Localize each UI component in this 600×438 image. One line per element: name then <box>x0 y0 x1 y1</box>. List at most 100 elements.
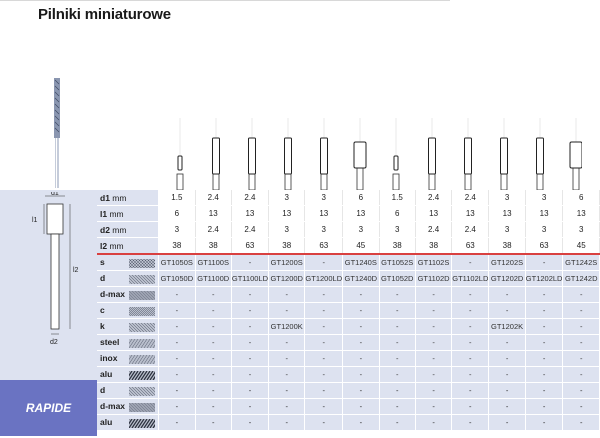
table-row: d------------ <box>97 382 600 399</box>
table-cell: 38 <box>195 237 232 255</box>
tool-profile-icon <box>176 118 184 190</box>
table-cell: - <box>488 382 526 399</box>
table-cell: GT1052D <box>379 270 416 287</box>
table-row: inox------------ <box>97 350 600 367</box>
table-cell: - <box>525 302 564 319</box>
table-cell: 13 <box>342 205 380 222</box>
table-cell: 3 <box>488 221 526 238</box>
table-cell: - <box>195 334 232 351</box>
table-cell: 45 <box>562 237 600 255</box>
table-cell: - <box>415 366 453 383</box>
table-cell: - <box>158 286 196 303</box>
cut-pattern-icon <box>129 307 156 316</box>
row-symbol: alu <box>100 417 113 427</box>
table-cell: 6 <box>158 205 196 222</box>
table-row: d-max------------ <box>97 398 600 415</box>
table-cell: 13 <box>488 205 526 222</box>
table-cell: 63 <box>525 237 564 255</box>
table-row: alu------------ <box>97 414 600 431</box>
table-cell: 38 <box>158 237 196 255</box>
table-cell: 2.4 <box>231 221 270 238</box>
table-cell: GT1050S <box>158 253 196 271</box>
row-symbol: d-max <box>100 289 126 299</box>
table-cell: - <box>231 382 270 399</box>
table-cell: - <box>415 382 453 399</box>
table-row: c------------ <box>97 302 600 319</box>
table-cell: - <box>379 382 416 399</box>
row-label: l1 mm <box>97 205 160 222</box>
row-symbol: d1 <box>100 192 110 203</box>
table-cell: - <box>195 398 232 415</box>
table-cell: - <box>525 398 564 415</box>
table-cell: GT1102LD <box>451 270 490 287</box>
table-cell: - <box>379 286 416 303</box>
d2-label: d2 <box>50 339 58 346</box>
table-cell: - <box>268 382 306 399</box>
table-cell: - <box>231 334 270 351</box>
table-cell: 3 <box>562 221 600 238</box>
tool-profile-icon <box>320 118 328 190</box>
table-cell: GT1202K <box>488 318 526 335</box>
tool-profile-row <box>176 118 582 190</box>
table-cell: - <box>304 366 344 383</box>
table-cell: - <box>342 382 380 399</box>
cut-pattern-icon <box>129 259 156 268</box>
table-cell: - <box>451 366 490 383</box>
table-cell: - <box>231 318 270 335</box>
table-cell: - <box>415 334 453 351</box>
cut-pattern-icon <box>129 403 156 412</box>
table-cell: GT1200D <box>268 270 306 287</box>
table-cell: - <box>525 382 564 399</box>
row-label: d-max <box>97 398 160 415</box>
table-cell: - <box>304 302 344 319</box>
table-cell: - <box>158 398 196 415</box>
tool-profile-icon <box>464 118 472 190</box>
table-cell: GT1100LD <box>231 270 270 287</box>
table-cell: - <box>231 350 270 367</box>
table-cell: GT1202S <box>488 253 526 271</box>
tool-profile-icon <box>284 118 292 190</box>
table-cell: 13 <box>415 205 453 222</box>
table-cell: 3 <box>268 190 306 206</box>
row-label: l2 mm <box>97 237 160 255</box>
table-cell: - <box>525 334 564 351</box>
cut-pattern-icon <box>129 275 156 284</box>
table-cell: 3 <box>304 221 344 238</box>
table-cell: - <box>268 366 306 383</box>
table-cell: - <box>379 350 416 367</box>
table-cell: 2.4 <box>415 190 453 206</box>
row-symbol: d <box>100 273 106 283</box>
table-cell: GT1242S <box>562 253 600 271</box>
table-cell: - <box>195 382 232 399</box>
table-cell: - <box>195 318 232 335</box>
table-cell: - <box>231 414 270 431</box>
table-cell: - <box>304 414 344 431</box>
row-symbol: d2 <box>100 224 110 235</box>
table-cell: - <box>342 302 380 319</box>
row-symbol: k <box>100 321 105 331</box>
table-cell: - <box>195 302 232 319</box>
table-cell: 13 <box>231 205 270 222</box>
table-cell: - <box>451 318 490 335</box>
table-cell: - <box>268 286 306 303</box>
table-cell: 63 <box>231 237 270 255</box>
table-cell: 6 <box>379 205 416 222</box>
table-cell: - <box>379 414 416 431</box>
table-cell: - <box>231 302 270 319</box>
table-cell: - <box>268 350 306 367</box>
table-cell: 3 <box>525 190 564 206</box>
table-cell: 63 <box>451 237 490 255</box>
table-cell: 6 <box>562 190 600 206</box>
table-cell: 38 <box>415 237 453 255</box>
table-cell: - <box>562 350 600 367</box>
table-cell: GT1200LD <box>304 270 344 287</box>
table-cell: - <box>158 382 196 399</box>
table-cell: - <box>562 382 600 399</box>
table-cell: - <box>268 414 306 431</box>
table-cell: - <box>451 334 490 351</box>
table-cell: - <box>231 398 270 415</box>
table-cell: 3 <box>158 221 196 238</box>
